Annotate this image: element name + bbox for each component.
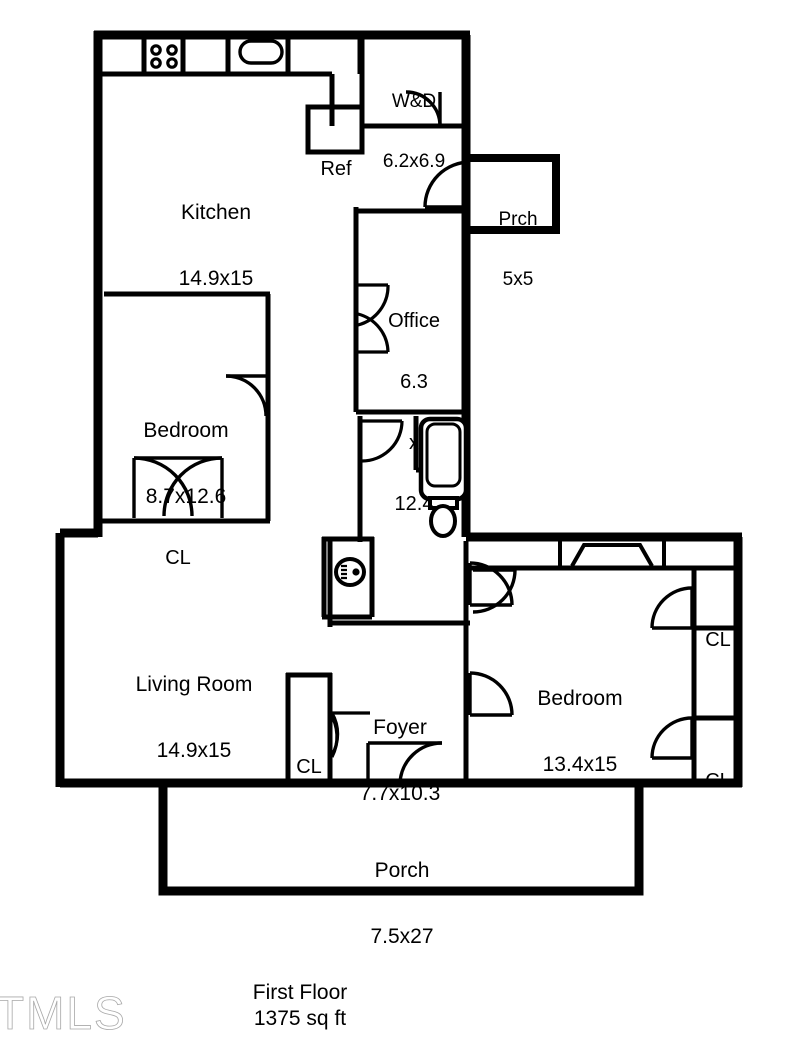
tmls-watermark: TMLS [0,987,127,1040]
foyer-to-bedroom-door [468,671,514,717]
floor-plan-footer: First Floor 1375 sq ft [180,980,420,1033]
kitchen-sink-icon [238,39,284,65]
exterior-walls [55,30,743,788]
toilet-icon [428,496,459,538]
right-bedroom-closet-upper-door [650,586,694,630]
office-walls [353,207,466,415]
bathroom-door [361,419,404,463]
laundry-room-walls [359,39,466,129]
floor-title: First Floor [252,981,348,1004]
right-bedroom-closet-lower-door [650,716,694,760]
side-porch-outline [470,154,560,234]
foyer-walls [285,537,470,783]
office-doors [356,283,390,354]
vanity-sink-icon [334,557,366,587]
porch-outline [158,787,644,896]
left-bedroom-closet-doors [132,456,224,518]
right-bedroom-walls [470,565,738,783]
left-bedroom-door [225,374,268,417]
kitchen-counter [102,39,363,126]
window-icon [558,541,666,567]
bathtub-icon [418,416,469,502]
foyer-front-door [366,741,443,784]
floor-area: 1375 sq ft [253,1007,347,1031]
refrigerator-outline [305,104,365,155]
left-bedroom-walls [102,291,271,524]
laundry-door [405,90,442,127]
hall-door-to-porch [423,160,471,209]
stove-icon [150,44,178,69]
foyer-closet-door [328,711,370,758]
right-bedroom-entry-door [472,568,517,614]
